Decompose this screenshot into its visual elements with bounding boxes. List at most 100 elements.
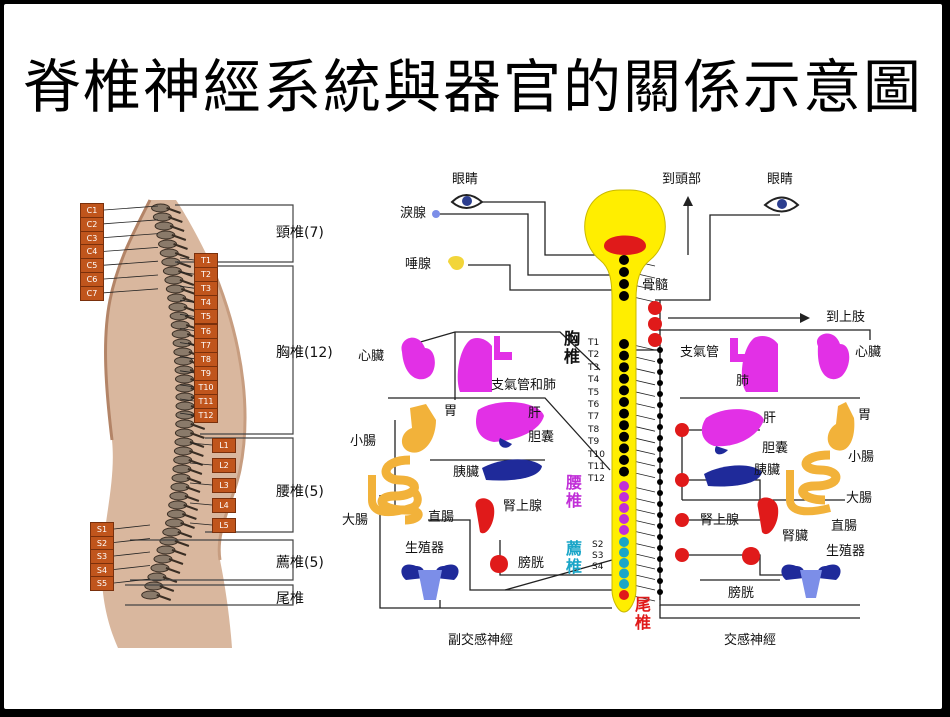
spine-column [141,203,206,601]
vertebra-segment [168,500,188,510]
vertebra-segment [170,320,190,330]
vertebra-segment [175,401,195,411]
vertebra-label-t9: T9 [194,365,218,381]
chain-ganglion-dot [657,413,663,419]
spinous-process [179,279,195,286]
label-eye-left: 眼睛 [452,172,479,187]
spinous-process [174,540,190,547]
vertebra-leader-line [189,482,213,486]
bladder-icon-left [490,555,508,573]
vertebra-segment [165,284,185,294]
cord-dot-thoracic [619,373,629,384]
vertebra-segment [153,554,173,564]
vertebra-segment [175,419,195,429]
cord-dot-thoracic [619,466,629,477]
vertebra-segment [156,230,176,240]
vertebra-label-l5: L5 [212,518,236,533]
spinous-process [165,567,181,574]
spinous-process [180,288,196,295]
cord-dot-thoracic [619,385,629,396]
ganglion-red [648,301,662,315]
cord-dot-sacral [619,579,629,589]
vertebra-label-t3: T3 [194,281,218,297]
label-bladder-left: 膀胱 [518,556,545,571]
label-salivary: 唾腺 [405,257,432,272]
gallbladder-icon-left [499,438,512,448]
spine-label-lumbar: 腰椎 [565,473,582,510]
spinous-process [183,504,199,511]
vertebra-segment [174,437,194,447]
label-small-intestine-left: 小腸 [350,434,377,449]
vertebra-label-l2: L2 [212,458,236,473]
vertebra-leader-line [113,524,151,530]
vertebra-label-l4: L4 [212,498,236,513]
chain-ganglion-dot [657,479,663,485]
vertebra-segment [141,590,161,600]
label-genitals-right: 生殖器 [826,544,866,559]
vertebra-segment [174,428,194,438]
vertebra-label-c4: C4 [80,244,104,260]
spinous-process [184,495,200,502]
cord-dot-sacral [619,547,629,558]
spinous-process [174,252,190,259]
ganglion-red [675,423,689,437]
label-to-head: 到頭部 [662,172,702,187]
cord-dot-thoracic [619,420,629,431]
label-adrenal-right: 腎上腺 [700,513,740,528]
vertebra-segment [159,536,179,546]
vertebra-leader-line [113,551,151,557]
vertebra-label-c2: C2 [80,216,104,232]
spinous-process [156,594,172,601]
spinous-process [190,432,205,439]
cord-dot-lumbar [619,525,629,535]
vertebra-label-c3: C3 [80,230,104,246]
vertebra-leader-line [179,328,195,331]
cord-dot-brainstem [619,279,629,289]
vertebra-segment [169,491,189,501]
spinous-process [166,207,181,214]
vertebra-segment [144,581,164,591]
genitals-icon-left [401,564,459,600]
cord-tick-t2: T2 [588,350,600,361]
vertebra-label-t7: T7 [194,337,218,353]
chain-ganglion-dot [657,435,663,441]
cord-tick-t8: T8 [588,424,600,435]
label-lungs-right: 肺 [736,374,750,389]
vertebra-label-s5: S5 [90,576,114,591]
label-pancreas-left: 胰臟 [453,465,480,480]
vertebra-segment [156,545,176,555]
spinous-process [177,531,193,538]
lacrimal-gland-icon [432,210,440,218]
chain-ganglion-dot [657,567,663,573]
pancreas-icon-right [704,465,762,487]
vertebra-label-t2: T2 [194,267,218,283]
spinous-process [159,585,175,592]
lungs-icon-right [730,336,778,392]
vertebra-segment [173,347,193,357]
vertebra-label-c7: C7 [80,285,104,301]
cord-tick-t10: T10 [588,449,605,460]
vertebra-label-t5: T5 [194,309,218,325]
ganglion-red [648,333,662,347]
chain-ganglion-dot [657,369,663,375]
vertebra-segment [171,473,191,483]
vertebra-label-t10: T10 [194,379,218,395]
vertebra-leader-line [103,219,159,225]
spinous-process [182,513,197,520]
label-small-intestine-right: 小腸 [848,450,875,465]
small-intestine-icon-right [798,450,841,505]
label-rectum-right: 直腸 [831,519,858,534]
label-pancreas-right: 胰臟 [754,463,781,478]
vertebra-leader-line [189,522,213,526]
vertebra-segment [170,482,190,492]
cord-tick-t3: T3 [588,362,600,373]
label-rectum-left: 直腸 [428,510,455,525]
eye-icon-left [450,194,484,209]
spinous-process [168,558,184,565]
label-bronchus: 支氣管 [680,345,720,360]
cord-tick-t4: T4 [588,375,600,386]
cord-dot-thoracic [619,455,629,465]
liver-icon-right [701,409,764,447]
label-heart-left: 心臟 [358,349,385,364]
cord-dot-thoracic [619,362,629,373]
